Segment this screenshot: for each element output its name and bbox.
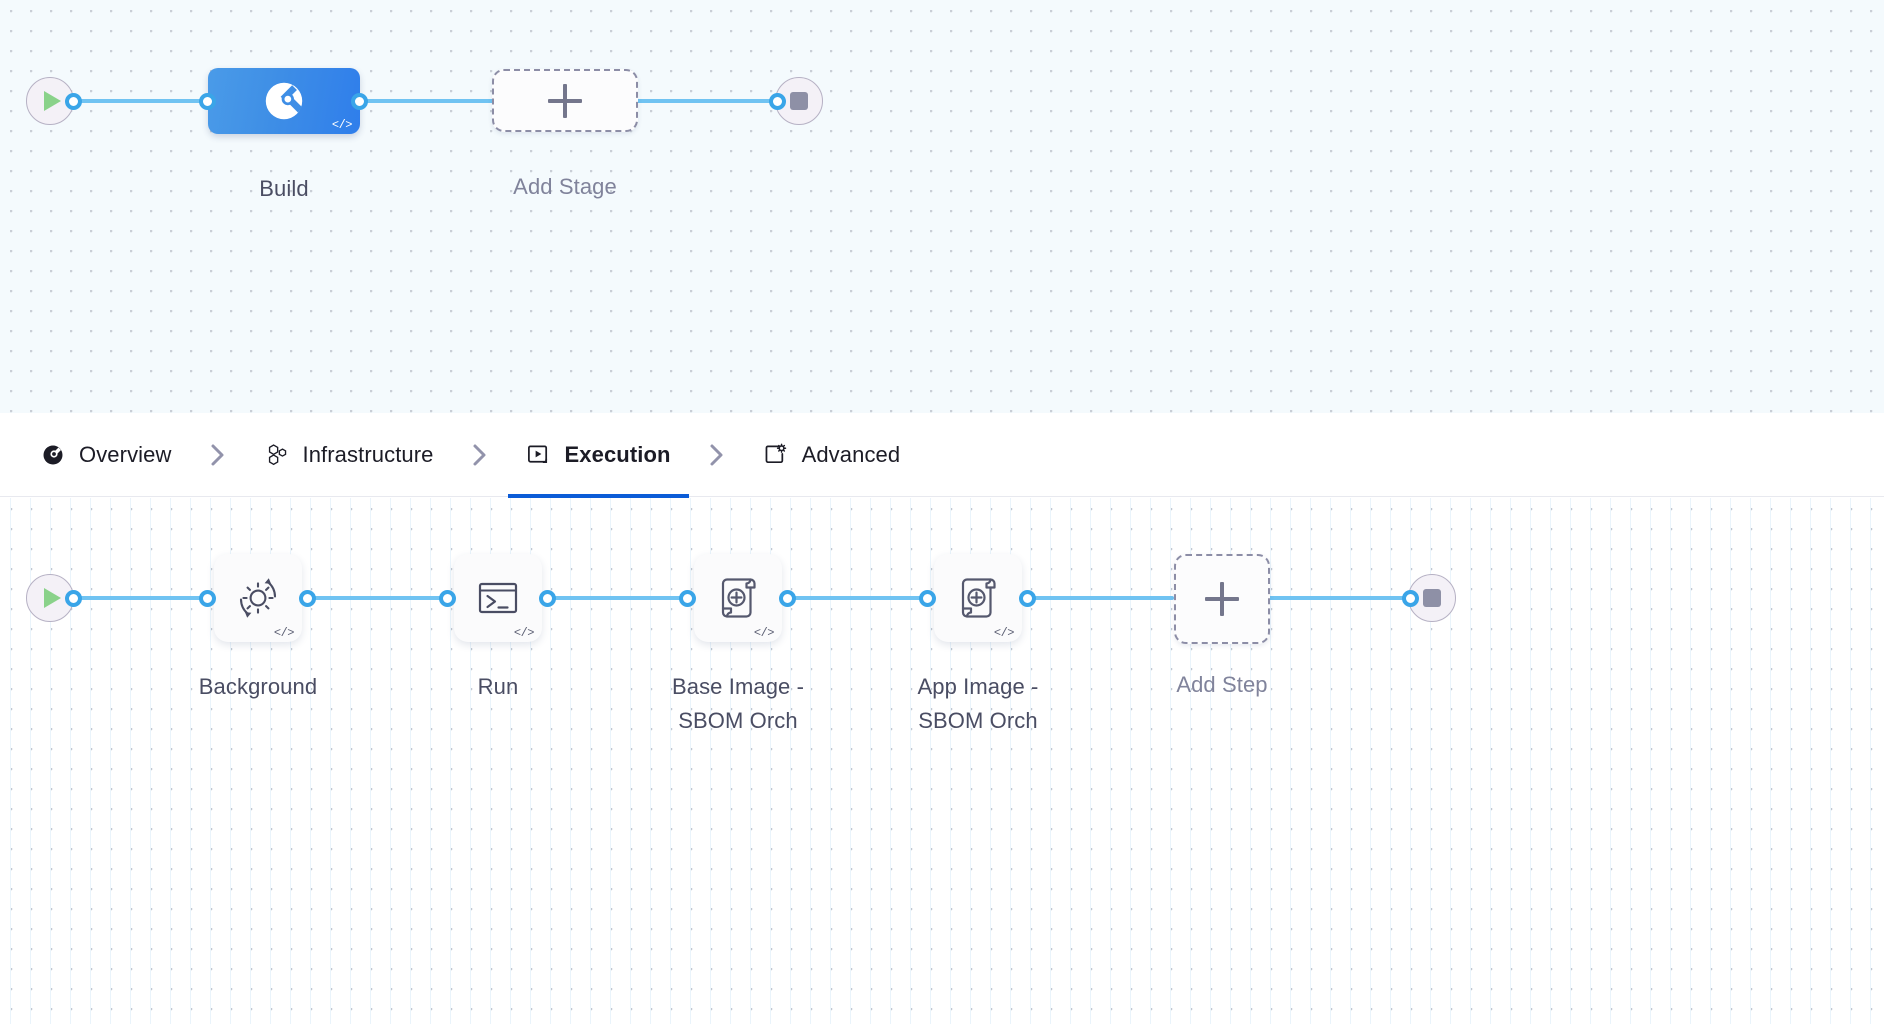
- tab-infrastructure-label: Infrastructure: [302, 441, 434, 467]
- tab-advanced[interactable]: Advanced: [745, 413, 919, 497]
- stage-start-connector-dot[interactable]: [65, 93, 82, 110]
- step-run-output-dot[interactable]: [539, 590, 556, 607]
- hexagon-cluster-icon: [264, 442, 290, 468]
- stage-build-input-dot[interactable]: [199, 93, 216, 110]
- play-icon: [44, 91, 61, 111]
- step-app-image-output-dot[interactable]: [1019, 590, 1036, 607]
- stage-node-build[interactable]: </>: [208, 68, 360, 134]
- add-step-label: Add Step: [1176, 672, 1268, 697]
- plus-icon: [548, 83, 582, 118]
- step-base-image-code-badge[interactable]: </>: [753, 626, 775, 640]
- plus-icon: [1205, 582, 1239, 616]
- step-edge-base-to-app-image: [786, 596, 936, 600]
- step-edge-start-to-background: [78, 596, 216, 600]
- step-node-background[interactable]: </>: [214, 554, 302, 642]
- stage-end-connector-dot[interactable]: [769, 93, 786, 110]
- step-start-connector-dot[interactable]: [65, 590, 82, 607]
- stop-icon: [790, 92, 808, 110]
- step-app-image-code-badge[interactable]: </>: [993, 626, 1015, 640]
- sbom-scroll-plus-icon: [721, 578, 756, 618]
- step-edge-app-image-to-add: [1026, 596, 1174, 600]
- execution-step-canvas[interactable]: </> Background </> Run </>: [0, 498, 1884, 1024]
- step-base-image-output-dot[interactable]: [779, 590, 796, 607]
- stage-edge-add-to-end: [628, 99, 788, 103]
- chevron-right-icon: [190, 441, 246, 469]
- add-stage-label: Add Stage: [513, 174, 617, 199]
- step-background-output-dot[interactable]: [299, 590, 316, 607]
- step-base-image-input-dot[interactable]: [679, 590, 696, 607]
- stage-edge-build-to-add: [358, 99, 510, 103]
- stage-canvas[interactable]: </> Build Add Stage: [0, 0, 1884, 413]
- step-run-label: Run: [477, 674, 519, 699]
- sbom-scroll-plus-icon: [961, 578, 996, 618]
- step-edge-background-to-run: [306, 596, 456, 600]
- stop-icon: [1423, 589, 1441, 607]
- play-icon: [44, 588, 61, 608]
- step-edge-add-to-end: [1266, 596, 1420, 600]
- step-background-code-badge[interactable]: </>: [273, 626, 295, 640]
- add-step-node[interactable]: [1174, 554, 1270, 644]
- stage-edge-start-to-build: [78, 99, 216, 103]
- tab-execution-label: Execution: [564, 441, 671, 467]
- stage-build-output-dot[interactable]: [351, 93, 368, 110]
- play-box-icon: [526, 442, 552, 468]
- stage-code-badge[interactable]: </>: [331, 118, 353, 132]
- tab-infrastructure[interactable]: Infrastructure: [246, 413, 452, 497]
- stage-end-node[interactable]: [775, 77, 823, 125]
- terminal-icon: [478, 582, 518, 614]
- step-node-base-image-sbom[interactable]: </>: [694, 554, 782, 642]
- chevron-right-icon-2: [452, 441, 508, 469]
- step-app-image-input-dot[interactable]: [919, 590, 936, 607]
- square-gear-icon: [763, 442, 789, 468]
- stage-node-build-label: Build: [259, 176, 309, 201]
- step-edge-run-to-base-image: [546, 596, 696, 600]
- tab-overview[interactable]: Overview: [22, 413, 190, 497]
- tab-advanced-label: Advanced: [801, 441, 901, 467]
- step-background-input-dot[interactable]: [199, 590, 216, 607]
- step-background-label: Background: [198, 674, 318, 699]
- step-app-image-label: App Image - SBOM Orch: [917, 674, 1039, 734]
- harness-circle-icon: [40, 442, 66, 468]
- stage-config-tab-bar: Overview Infrastructure Exec: [0, 413, 1884, 498]
- step-run-input-dot[interactable]: [439, 590, 456, 607]
- step-node-app-image-sbom[interactable]: </>: [934, 554, 1022, 642]
- step-run-code-badge[interactable]: </>: [513, 626, 535, 640]
- add-stage-node[interactable]: [492, 69, 638, 132]
- tab-execution[interactable]: Execution: [507, 413, 689, 498]
- gear-refresh-icon: [239, 578, 277, 618]
- step-base-image-label: Base Image - SBOM Orch: [671, 674, 805, 734]
- tab-overview-label: Overview: [79, 441, 172, 467]
- step-end-connector-dot[interactable]: [1402, 590, 1419, 607]
- harness-logo-icon: [265, 82, 303, 120]
- step-node-run[interactable]: </>: [454, 554, 542, 642]
- chevron-right-icon-3: [689, 441, 745, 469]
